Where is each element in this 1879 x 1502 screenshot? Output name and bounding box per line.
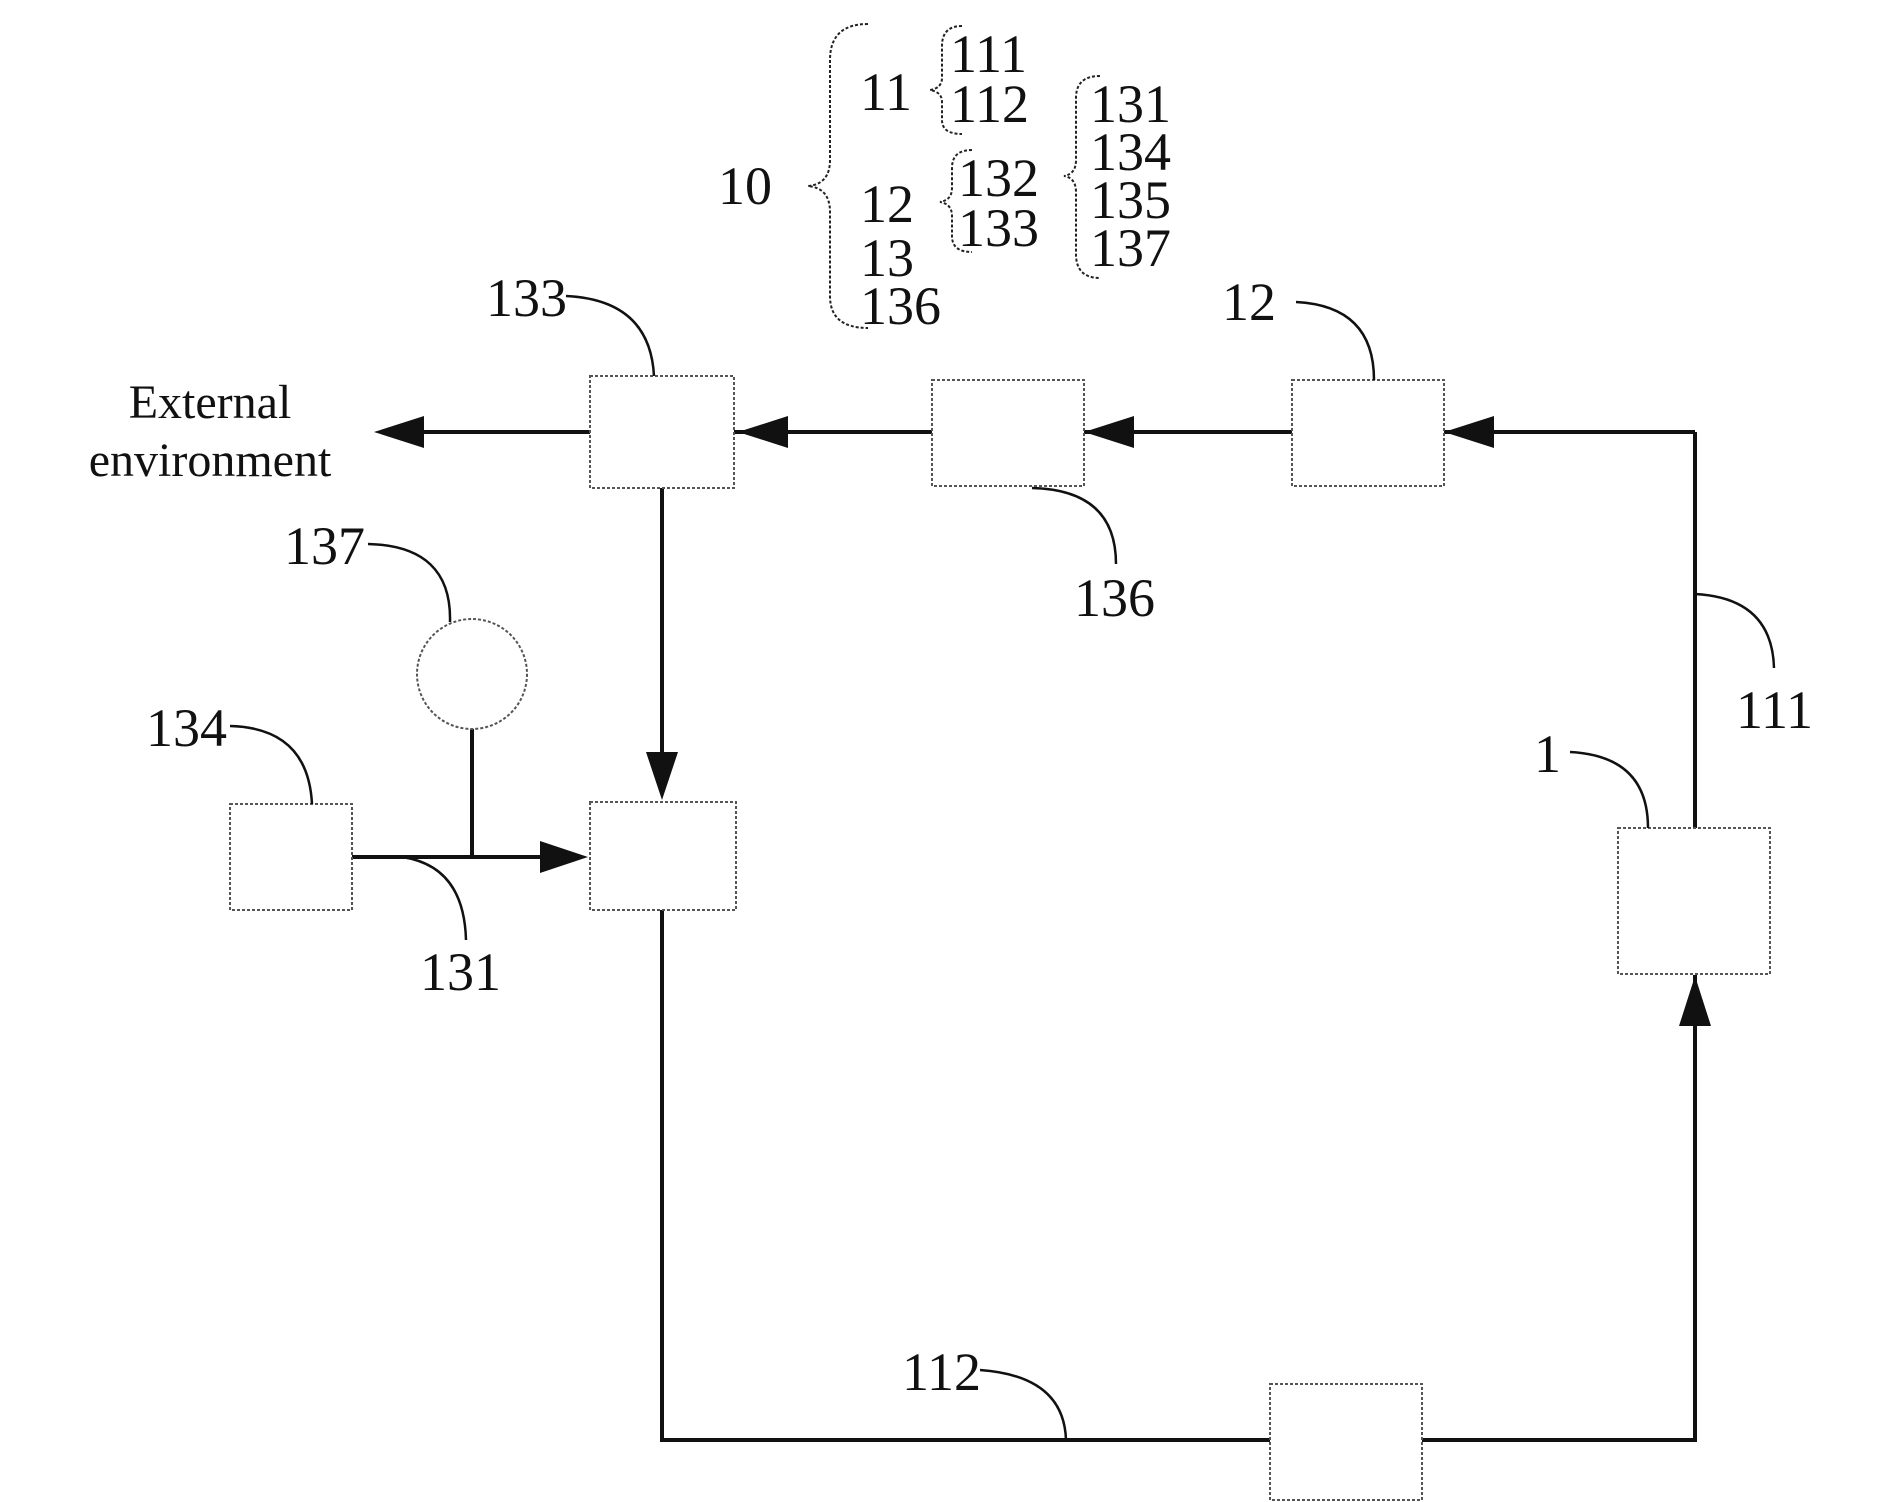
arrow-external: [374, 416, 424, 448]
piping: [352, 432, 1695, 1440]
component-1-box: [1618, 828, 1770, 974]
mixing-box: [590, 802, 736, 910]
label-131: 131: [420, 942, 501, 1002]
leader-1: [1570, 752, 1648, 828]
tree-node-136: 136: [860, 276, 941, 336]
tree-node-133: 133: [958, 198, 1039, 258]
brace-10: [808, 24, 868, 328]
leader-131: [402, 857, 466, 940]
arrowheads: [374, 416, 1711, 1026]
bottom-box: [1270, 1384, 1422, 1500]
components: [230, 376, 1770, 1500]
component-134-box: [230, 804, 352, 910]
label-133: 133: [486, 268, 567, 328]
tree-node-137: 137: [1090, 218, 1171, 278]
component-136-box: [932, 380, 1084, 486]
component-137-circle: [417, 619, 527, 729]
arrow-into-133: [738, 416, 788, 448]
pipe-112: [662, 910, 1695, 1440]
arrow-into-12: [1444, 416, 1494, 448]
arrow-up-to-1: [1679, 976, 1711, 1026]
label-12: 12: [1222, 272, 1276, 332]
external-environment-label-line2: environment: [89, 434, 332, 487]
label-136: 136: [1074, 568, 1155, 628]
arrow-down-to-mix: [646, 752, 678, 800]
leader-136: [1032, 488, 1116, 564]
arrow-into-136: [1084, 416, 1134, 448]
label-137: 137: [284, 516, 365, 576]
leader-12: [1296, 302, 1374, 380]
arrow-into-mix: [540, 841, 588, 873]
leader-137: [368, 544, 450, 622]
tree-node-11: 11: [860, 62, 912, 122]
label-134: 134: [146, 698, 227, 758]
leader-111: [1695, 594, 1774, 668]
external-environment-label-line1: External: [129, 376, 292, 429]
leader-112: [980, 1370, 1066, 1440]
component-12-box: [1292, 380, 1444, 486]
label-1: 1: [1534, 724, 1561, 784]
component-133-box: [590, 376, 734, 488]
leader-134: [230, 726, 312, 804]
label-111: 111: [1736, 680, 1813, 740]
tree-node-10: 10: [718, 156, 772, 216]
tree-node-112: 112: [950, 74, 1029, 134]
tree-node-12: 12: [860, 174, 914, 234]
reference-tree: 10 11 111 112 12 132 133 13 136 131 134 …: [718, 24, 1171, 336]
label-112: 112: [902, 1342, 981, 1402]
leader-133: [566, 296, 654, 376]
